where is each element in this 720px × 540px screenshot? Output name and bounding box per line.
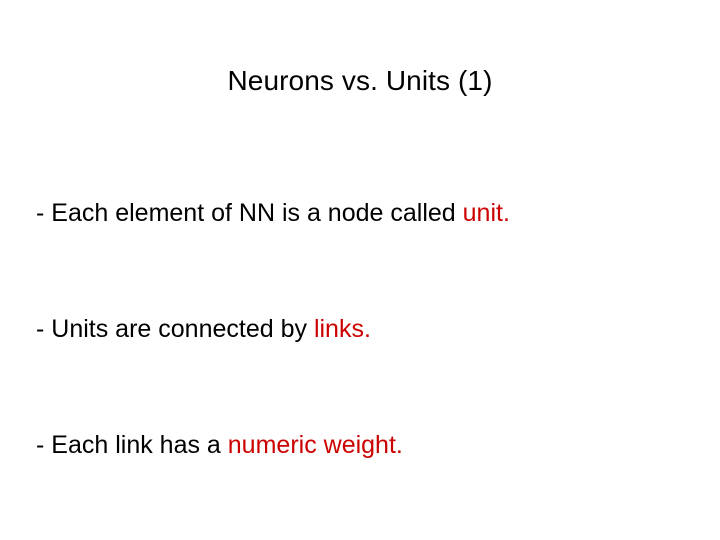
list-item: - Units are connected by links. (36, 314, 696, 344)
page-title: Neurons vs. Units (1) (227, 65, 493, 96)
bullet-marker: - (36, 315, 45, 343)
bullet-highlight-term: numeric weight. (227, 431, 403, 459)
bullet-marker: - (36, 431, 45, 459)
bullet-text: Each link has a (51, 431, 221, 459)
bullet-highlight-term: links. (313, 315, 371, 343)
list-item: - Each element of NN is a node called un… (36, 198, 696, 228)
bullet-highlight-term: unit. (462, 199, 510, 227)
list-item: - Each link has a numeric weight. (36, 430, 696, 460)
bullet-text: Units are connected by (51, 315, 307, 343)
bullet-list: - Each element of NN is a node called un… (36, 198, 696, 460)
bullet-text: Each element of NN is a node called (51, 199, 456, 227)
bullet-marker: - (36, 199, 45, 227)
